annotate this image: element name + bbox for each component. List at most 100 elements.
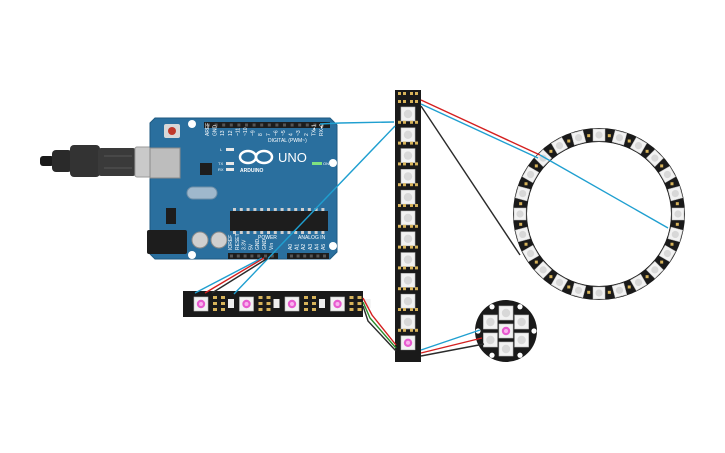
wire-red-strip-ring[interactable] (420, 99, 541, 156)
ring-pixel[interactable] (513, 207, 527, 221)
ring-pixel[interactable] (515, 185, 531, 202)
power-pin[interactable] (230, 254, 233, 258)
strip-pixel[interactable] (400, 335, 416, 351)
strip-pixel[interactable] (400, 189, 416, 205)
jewel-pixel[interactable] (514, 314, 529, 330)
ring-pixel[interactable] (522, 165, 540, 184)
digital-pin[interactable] (283, 123, 286, 127)
ring-pixel[interactable] (667, 226, 683, 243)
power-pin[interactable] (250, 254, 254, 258)
horizontal-led-strip[interactable] (183, 291, 371, 317)
digital-pin[interactable] (275, 123, 279, 127)
digital-pin[interactable] (237, 123, 241, 127)
ring-pixel[interactable] (629, 137, 648, 155)
strip-pixel[interactable] (400, 273, 416, 288)
ring-pixel[interactable] (522, 244, 540, 263)
wire-black-strip-ring[interactable] (420, 105, 521, 256)
jewel-pixel[interactable] (498, 323, 514, 339)
neopixel-ring[interactable] (513, 128, 685, 300)
jewel-pixel[interactable] (483, 314, 498, 330)
jewel-pixel[interactable] (498, 305, 514, 321)
wire-blue-power-hstrip[interactable] (194, 257, 263, 294)
wire-green-hstrip-vstrip[interactable] (362, 301, 397, 349)
ring-pixel[interactable] (592, 128, 606, 142)
digital-pin[interactable] (267, 123, 271, 127)
ring-pixel[interactable] (611, 130, 628, 146)
reset-button-cap[interactable] (168, 127, 176, 135)
digital-pin[interactable] (245, 123, 248, 127)
digital-pin[interactable] (207, 123, 210, 127)
power-pin[interactable] (257, 254, 261, 258)
digital-pin[interactable] (214, 123, 218, 127)
strip-pixel[interactable] (400, 231, 416, 247)
strip-pixel[interactable] (400, 314, 416, 330)
analog-pin[interactable] (309, 254, 313, 258)
strip-pixel[interactable] (400, 169, 416, 184)
power-pin[interactable] (236, 254, 240, 258)
analog-pin[interactable] (296, 254, 300, 258)
analog-pin[interactable] (303, 254, 307, 258)
strip-pixel[interactable] (400, 148, 416, 163)
ring-pixel[interactable] (550, 273, 569, 291)
ring-pixel[interactable] (658, 244, 676, 263)
strip-pixel[interactable] (400, 252, 416, 267)
wire-black-power-hstrip[interactable] (211, 257, 269, 294)
ring-pixel[interactable] (646, 261, 664, 279)
chip-pin (273, 208, 277, 211)
wire-blue-ring-data[interactable] (539, 154, 669, 229)
ring-pixel[interactable] (611, 282, 628, 298)
ring-pixel[interactable] (534, 261, 552, 279)
power-pin[interactable] (243, 254, 247, 258)
ring-pixel[interactable] (629, 273, 648, 291)
digital-pin[interactable] (321, 123, 324, 127)
ring-pixel[interactable] (658, 165, 676, 184)
power-pin[interactable] (264, 254, 267, 258)
ring-pixel[interactable] (646, 149, 664, 167)
analog-pin[interactable] (290, 254, 293, 258)
digital-pin[interactable] (252, 123, 256, 127)
strip-pixel[interactable] (400, 127, 416, 143)
digital-header[interactable] (204, 122, 330, 128)
digital-pin[interactable] (305, 123, 309, 127)
digital-pin[interactable] (229, 123, 233, 127)
ring-pixel[interactable] (671, 207, 685, 221)
wire-black-hstrip-vstrip[interactable] (362, 305, 397, 352)
wire-blue-arduino-strip[interactable] (319, 121, 395, 125)
strip-pixel[interactable] (400, 293, 416, 309)
ring-pixel[interactable] (667, 185, 683, 202)
strip-pixel[interactable] (284, 296, 300, 312)
ring-pixel[interactable] (550, 137, 569, 155)
arduino-uno-board[interactable]: UNO ARDUINO DIGITAL (PWM~) POWER ANALOG … (147, 117, 338, 260)
strip-pixel[interactable] (330, 296, 345, 312)
wire-black-vstrip-jewel[interactable] (420, 343, 485, 357)
jewel-pixel[interactable] (498, 341, 514, 357)
digital-pin[interactable] (313, 123, 317, 127)
strip-pixel[interactable] (400, 210, 416, 226)
ring-pixel[interactable] (570, 282, 587, 298)
strip-pixel[interactable] (400, 106, 416, 122)
analog-pin[interactable] (323, 254, 326, 258)
ring-pixel[interactable] (515, 226, 531, 243)
wire-blue-vstrip-jewel[interactable] (420, 329, 481, 351)
wire-blue-strip-ring[interactable] (420, 103, 539, 159)
digital-pin[interactable] (222, 123, 226, 127)
neopixel-jewel[interactable] (475, 300, 537, 362)
analog-pin[interactable] (316, 254, 320, 258)
wire-red-power-hstrip[interactable] (204, 257, 265, 294)
jewel-pixel[interactable] (514, 332, 529, 348)
jewel-pixel[interactable] (483, 332, 498, 348)
ring-pixel[interactable] (592, 286, 606, 300)
wire-blue-arduino-hstrip[interactable] (233, 125, 396, 295)
wire-red-vstrip-jewel[interactable] (420, 337, 483, 354)
wire-red-hstrip-vstrip[interactable] (362, 297, 397, 346)
digital-pin[interactable] (290, 123, 294, 127)
digital-pin[interactable] (260, 123, 264, 127)
power-pin[interactable] (270, 254, 274, 258)
digital-pin[interactable] (298, 123, 302, 127)
analog-header[interactable] (287, 253, 329, 259)
ring-pixel[interactable] (570, 130, 587, 146)
vertical-led-strip[interactable] (395, 90, 421, 362)
strip-pixel[interactable] (193, 296, 209, 312)
chip-pin (267, 208, 270, 211)
strip-pixel[interactable] (239, 296, 254, 312)
